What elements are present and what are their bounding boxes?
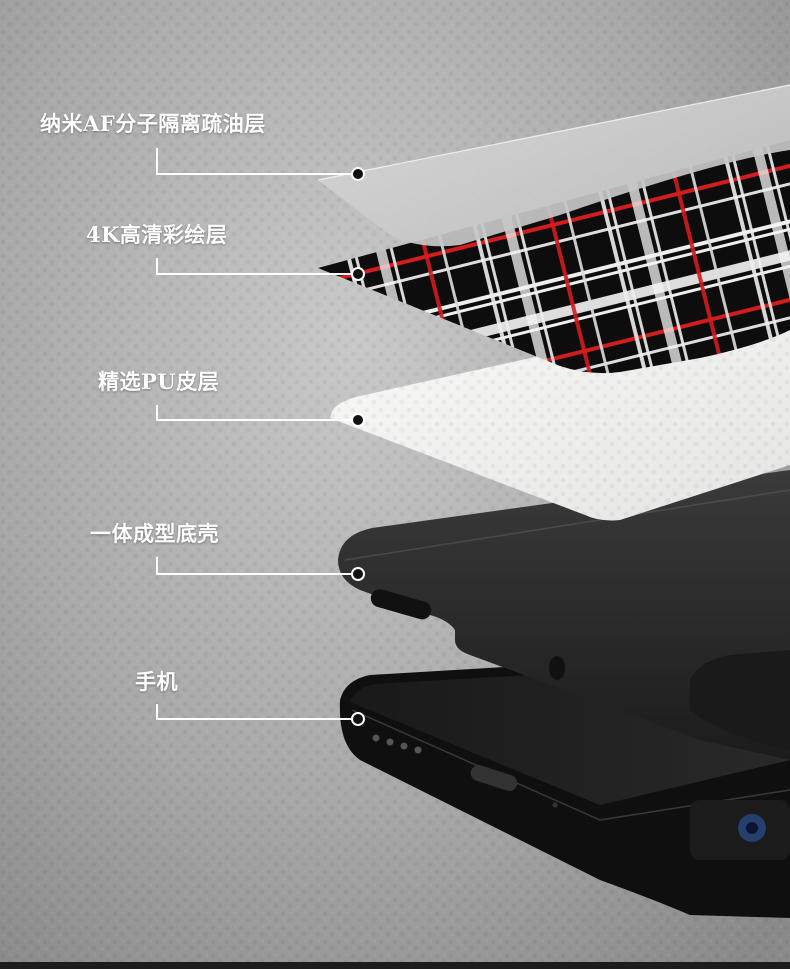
label-af-coating: 纳米AF分子隔离疏油层 — [40, 111, 266, 136]
callout-dot-af — [351, 167, 365, 181]
leader-line-shell — [156, 557, 358, 575]
callout-dot-phone — [351, 712, 365, 726]
leader-line-print — [156, 258, 358, 275]
leader-line-af — [156, 148, 358, 175]
label-4k-print: 4K高清彩绘层 — [86, 222, 228, 247]
leader-line-phone — [156, 704, 358, 720]
plaid-print-layer-illustration — [318, 140, 790, 374]
callout-dot-print — [351, 267, 365, 281]
bottom-strip — [0, 962, 790, 969]
callout-dot-pu — [351, 413, 365, 427]
label-pu-leather: 精选PU皮层 — [98, 369, 220, 394]
shell-illustration — [338, 470, 790, 760]
leader-line-pu — [156, 405, 358, 421]
callout-dot-shell — [351, 567, 365, 581]
label-phone: 手机 — [135, 669, 178, 694]
label-shell: 一体成型底壳 — [90, 521, 219, 546]
af-coating-layer-illustration — [317, 84, 790, 247]
